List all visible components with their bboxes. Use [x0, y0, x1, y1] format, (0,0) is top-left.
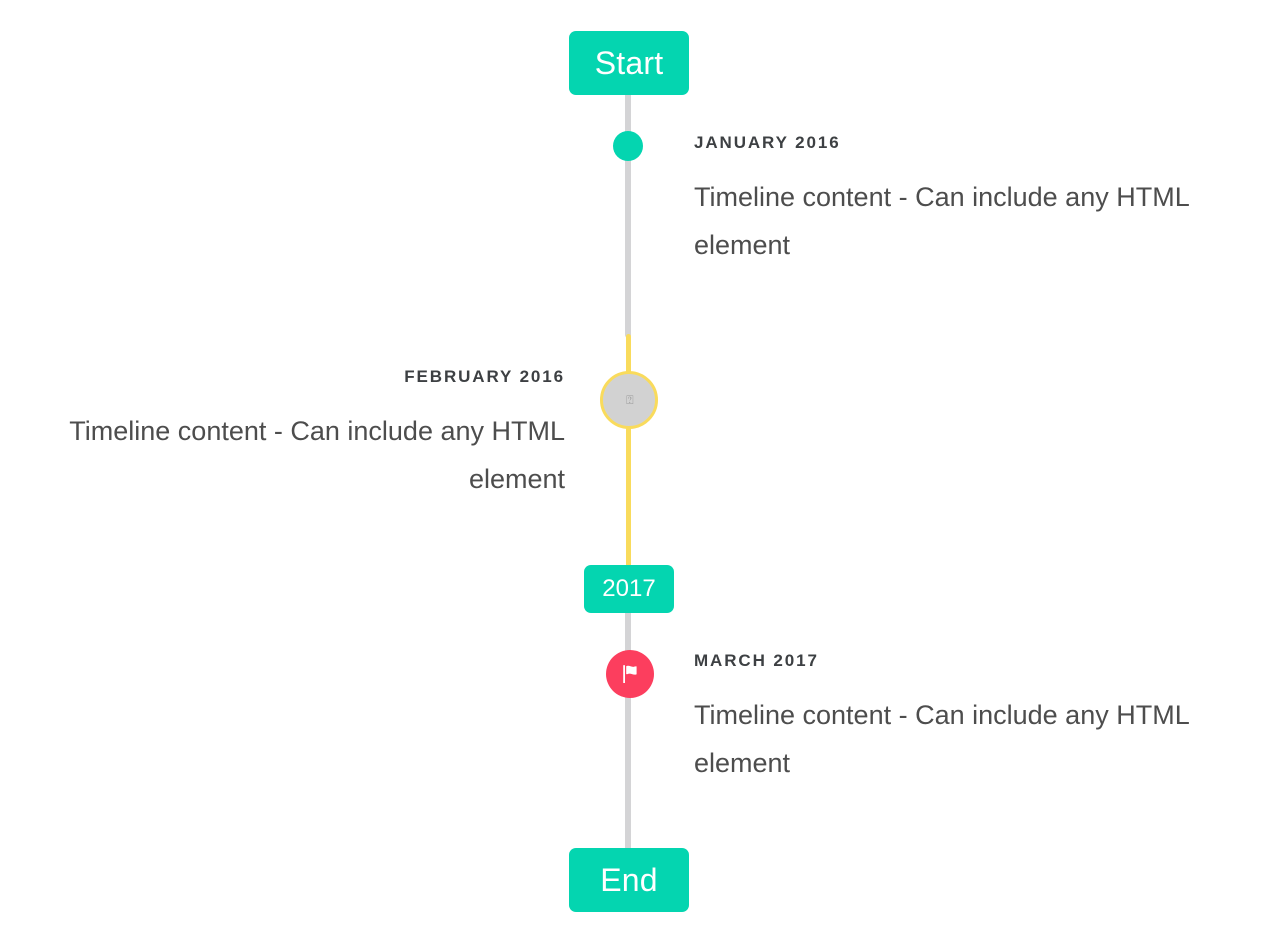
timeline-body-january: Timeline content - Can include any HTML … [694, 182, 1189, 261]
flag-icon [623, 665, 637, 683]
timeline-body-february: Timeline content - Can include any HTML … [69, 416, 565, 495]
timeline-entry-february: FEBRUARY 2016 Timeline content - Can inc… [34, 368, 565, 503]
timeline-date-february: FEBRUARY 2016 [404, 367, 565, 386]
timeline-end-badge[interactable]: End [569, 848, 689, 912]
timeline-year-badge[interactable]: 2017 [584, 565, 674, 613]
timeline-marker-january-dot[interactable] [613, 131, 643, 161]
timeline-date-january: JANUARY 2016 [694, 133, 841, 152]
timeline-marker-february-image[interactable]: ⍰ [600, 371, 658, 429]
timeline-start-label: Start [594, 44, 664, 81]
timeline-entry-march: MARCH 2017 Timeline content - Can includ… [694, 652, 1234, 787]
timeline-marker-march-flag[interactable] [606, 650, 654, 698]
timeline-rail-upper [625, 88, 631, 338]
timeline-end-label: End [600, 861, 658, 898]
timeline-rail-lower [625, 608, 631, 858]
timeline-body-march: Timeline content - Can include any HTML … [694, 700, 1189, 779]
timeline-rail-highlight [626, 334, 631, 572]
timeline-date-march: MARCH 2017 [694, 651, 819, 670]
timeline-entry-january: JANUARY 2016 Timeline content - Can incl… [694, 134, 1234, 269]
broken-image-icon: ⍰ [625, 392, 633, 408]
timeline-start-badge[interactable]: Start [569, 31, 689, 95]
timeline-year-label: 2017 [602, 575, 656, 602]
